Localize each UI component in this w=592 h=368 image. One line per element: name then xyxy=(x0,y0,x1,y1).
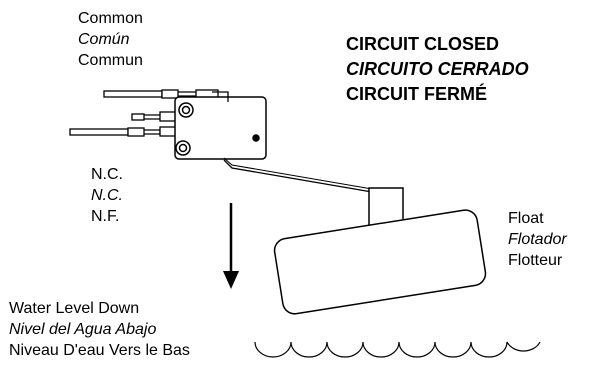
circuit-state-en: CIRCUIT CLOSED xyxy=(346,34,499,54)
common-label-es: Común xyxy=(78,31,130,48)
nc-wire xyxy=(69,127,161,137)
nc-label-fr: N.F. xyxy=(91,208,120,225)
nc-label-en: N.C. xyxy=(91,166,123,183)
float-body xyxy=(273,209,487,315)
float-label-fr: Flotteur xyxy=(508,252,563,269)
water-level-en: Water Level Down xyxy=(9,300,140,317)
circuit-state-fr: CIRCUIT FERMÉ xyxy=(346,84,487,104)
water-level-es: Nivel del Agua Abajo xyxy=(9,321,157,338)
water-level-arrow xyxy=(223,203,239,289)
circuit-state-title: CIRCUIT CLOSED CIRCUITO CERRADO CIRCUIT … xyxy=(346,32,529,107)
nc-label-es: N.C. xyxy=(91,187,123,204)
common-wire xyxy=(103,89,199,99)
float-label: Float Flotador Flotteur xyxy=(508,208,567,271)
common-label: Common Común Commun xyxy=(78,8,143,71)
actuator-lever xyxy=(212,91,373,193)
no-terminal xyxy=(131,113,165,121)
circuit-state-es: CIRCUITO CERRADO xyxy=(346,59,529,79)
water-level-fr: Niveau D'eau Vers le Bas xyxy=(9,342,190,359)
float-label-en: Float xyxy=(508,210,544,227)
water-level-label: Water Level Down Nivel del Agua Abajo Ni… xyxy=(9,298,190,361)
water-surface xyxy=(254,341,541,358)
common-label-en: Common xyxy=(78,10,143,27)
common-label-fr: Commun xyxy=(78,52,143,69)
nc-label: N.C. N.C. N.F. xyxy=(91,164,123,227)
micro-switch xyxy=(174,96,267,160)
float-label-es: Flotador xyxy=(508,231,567,248)
